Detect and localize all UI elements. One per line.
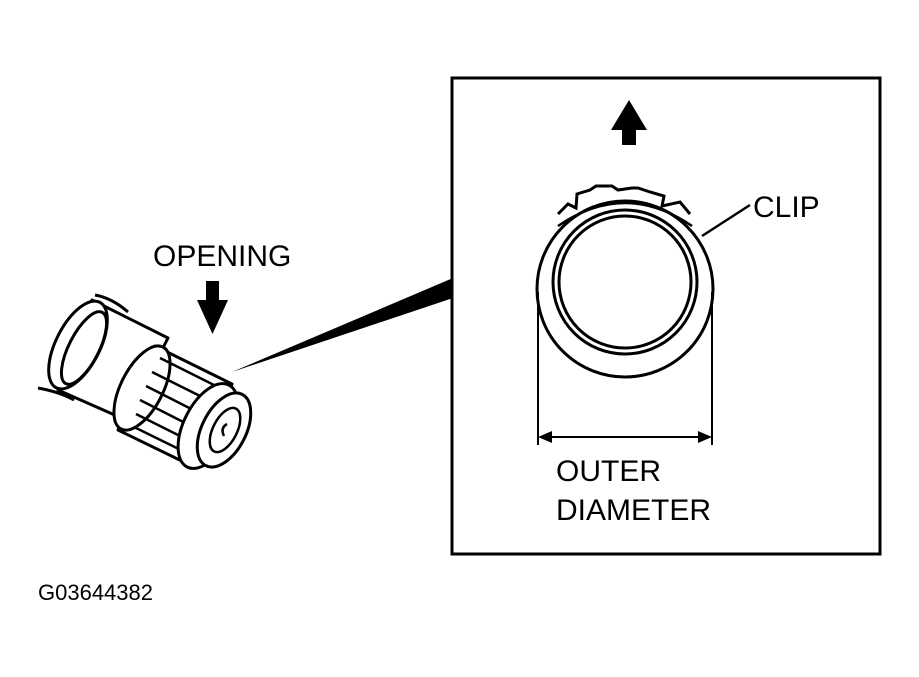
outer-diameter-label-line2: DIAMETER xyxy=(556,494,711,527)
clip-band xyxy=(557,201,693,228)
outer-diameter-label-line1: OUTER xyxy=(556,455,661,488)
up-arrow xyxy=(611,100,647,145)
outer-diameter-dimension xyxy=(537,292,713,445)
clip-detail xyxy=(535,184,715,379)
opening-label: OPENING xyxy=(153,240,291,273)
clip-label: CLIP xyxy=(753,191,820,224)
clip-leader xyxy=(701,203,751,238)
figure-id: G03644382 xyxy=(38,580,153,605)
shaft-illustration xyxy=(37,293,253,470)
inner-ring xyxy=(551,208,699,356)
opening-arrow xyxy=(197,281,228,334)
shaft-stub xyxy=(37,293,129,402)
callout-pointer xyxy=(232,278,453,372)
